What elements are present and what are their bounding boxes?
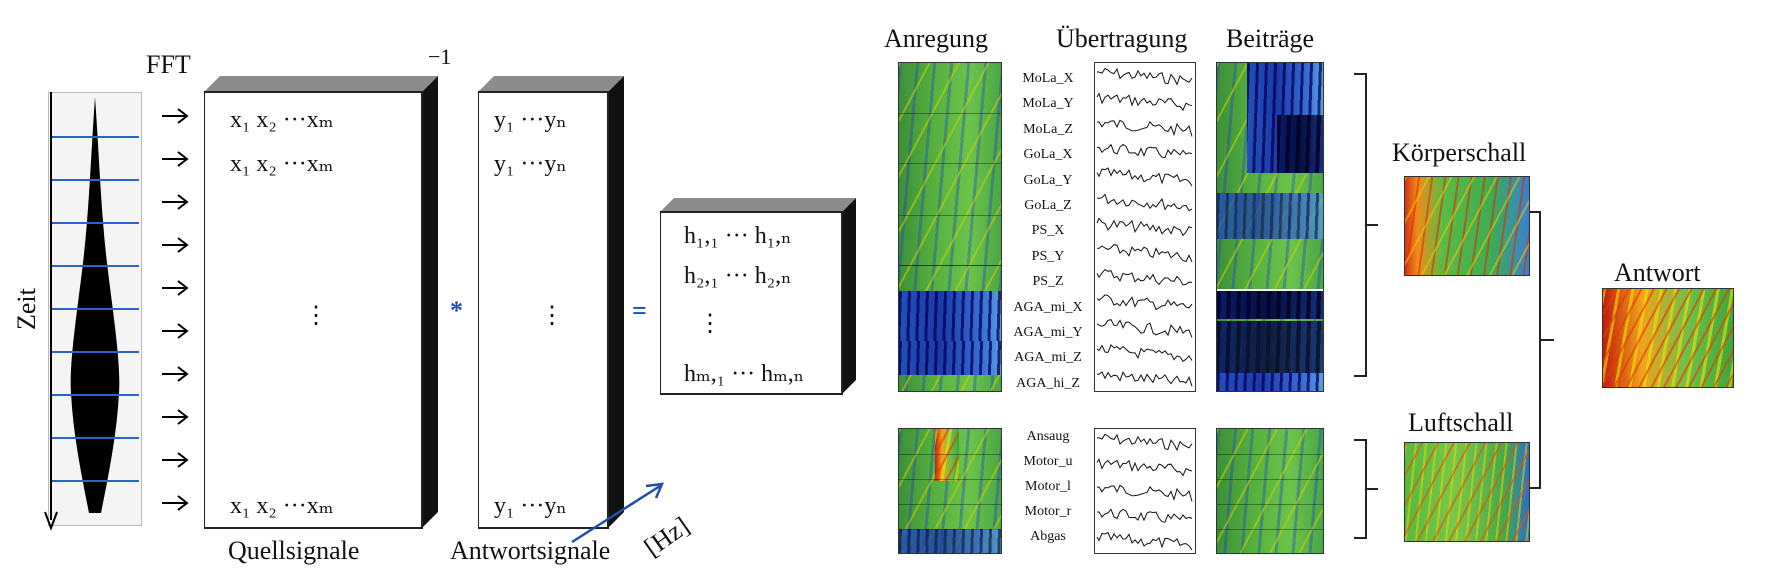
matrix-x-vdots: ⋮ [304,303,328,329]
excitation-spectrogram-air [898,428,1002,554]
excitation-spectrogram-structure [898,62,1002,392]
path-label: AGA_mi_Y [1013,325,1083,340]
inverse-label: −1 [428,44,452,69]
path-label: MoLa_Y [1022,96,1074,112]
path-label: PS_Y [1031,248,1065,264]
path-label: Motor_r [1024,504,1072,519]
path-label: Motor_u [1023,454,1073,469]
matrix-y-box [478,76,624,529]
path-label: MoLa_Z [1023,121,1073,137]
matrix-y-row2: y₁ ···yₙ [494,151,567,177]
luftschall-label: Luftschall [1408,408,1514,437]
transfer-functions-structure [1094,62,1196,392]
path-label: Motor_l [1025,479,1071,494]
equals-operator: = [632,296,647,325]
column-title-uebertragung: Übertragung [1056,24,1188,53]
transfer-curve [1096,67,1193,86]
matrix-y-caption: Antwortsignale [450,536,611,565]
transfer-curve [1096,531,1193,551]
row-arrows [162,108,189,511]
matrix-x-box [204,76,438,529]
koerperschall-spectrogram [1404,176,1530,276]
path-label: MoLa_X [1022,71,1074,86]
matrix-h-row2: h₂,₁ ··· h₂,ₙ [684,263,792,289]
matrix-x-row2: x₁ x₂ ···xₘ [230,151,334,177]
matrix-h-vdots: ⋮ [698,311,722,337]
transfer-curve [1096,508,1193,523]
transfer-curve [1097,371,1193,387]
waveform-panel [48,92,142,526]
antwort-spectrogram [1602,288,1734,388]
luftschall-spectrogram [1404,442,1530,542]
path-label: GoLa_Z [1024,198,1072,213]
path-label: AGA_hi_Z [1016,375,1080,391]
column-title-beitraege: Beiträge [1226,24,1315,53]
matrix-x-caption: Quellsignale [228,536,360,565]
matrix-y-row1: y₁ ···yₙ [494,107,567,133]
path-label: Abgas [1030,529,1066,544]
transfer-curve [1096,217,1193,237]
transfer-curve [1096,344,1193,363]
transfer-curve [1096,193,1193,212]
transfer-curve [1096,484,1193,502]
time-axis-arrow [44,92,58,531]
path-label: Ansaug [1026,429,1070,444]
waveform-plot [51,97,139,513]
transfer-curve [1096,268,1193,286]
matrix-h-row3: hₘ,₁ ··· hₘ,ₙ [684,361,805,387]
path-label: GoLa_Y [1023,172,1073,188]
matrix-x-row1: x₁ x₂ ···xₘ [230,107,334,133]
transfer-curve [1096,167,1193,187]
transfer-curve [1096,119,1193,137]
transfer-curve [1096,244,1193,263]
structure-path-labels: MoLa_X MoLa_Y MoLa_Z GoLa_X GoLa_Y GoLa_Z PS_X… [1006,70,1090,391]
transfer-functions-air [1094,428,1196,554]
zeit-label: Zeit [12,288,41,330]
matrix-y-vdots: ⋮ [540,303,564,329]
matrix-h-row1: h₁,₁ ··· h₁,ₙ [684,223,792,249]
matrix-h-box [660,198,856,395]
matrix-y-row-bottom: y₁ ···yₙ [494,493,567,519]
antwort-label: Antwort [1614,258,1701,287]
multiply-operator: * [450,296,463,325]
hz-arrow [571,482,665,544]
transfer-curve [1096,143,1193,159]
transfer-curve [1096,319,1193,338]
transfer-curve [1096,458,1193,477]
path-label: AGA_mi_X [1013,299,1083,315]
path-label: PS_X [1031,223,1065,239]
column-title-anregung: Anregung [884,24,988,53]
contribution-spectrogram-air [1216,428,1324,554]
transfer-curve [1096,433,1193,452]
koerperschall-label: Körperschall [1392,138,1527,167]
transfer-curve [1096,294,1193,311]
contribution-spectrogram-structure [1216,62,1324,392]
path-label: PS_Z [1032,274,1064,290]
matrix-x-row-bottom: x₁ x₂ ···xₘ [230,493,334,519]
fft-label: FFT [146,50,191,79]
path-label: GoLa_X [1023,147,1073,163]
bracket-connectors [1354,73,1554,539]
transfer-curve [1096,92,1193,112]
path-label: AGA_mi_Z [1014,350,1082,366]
